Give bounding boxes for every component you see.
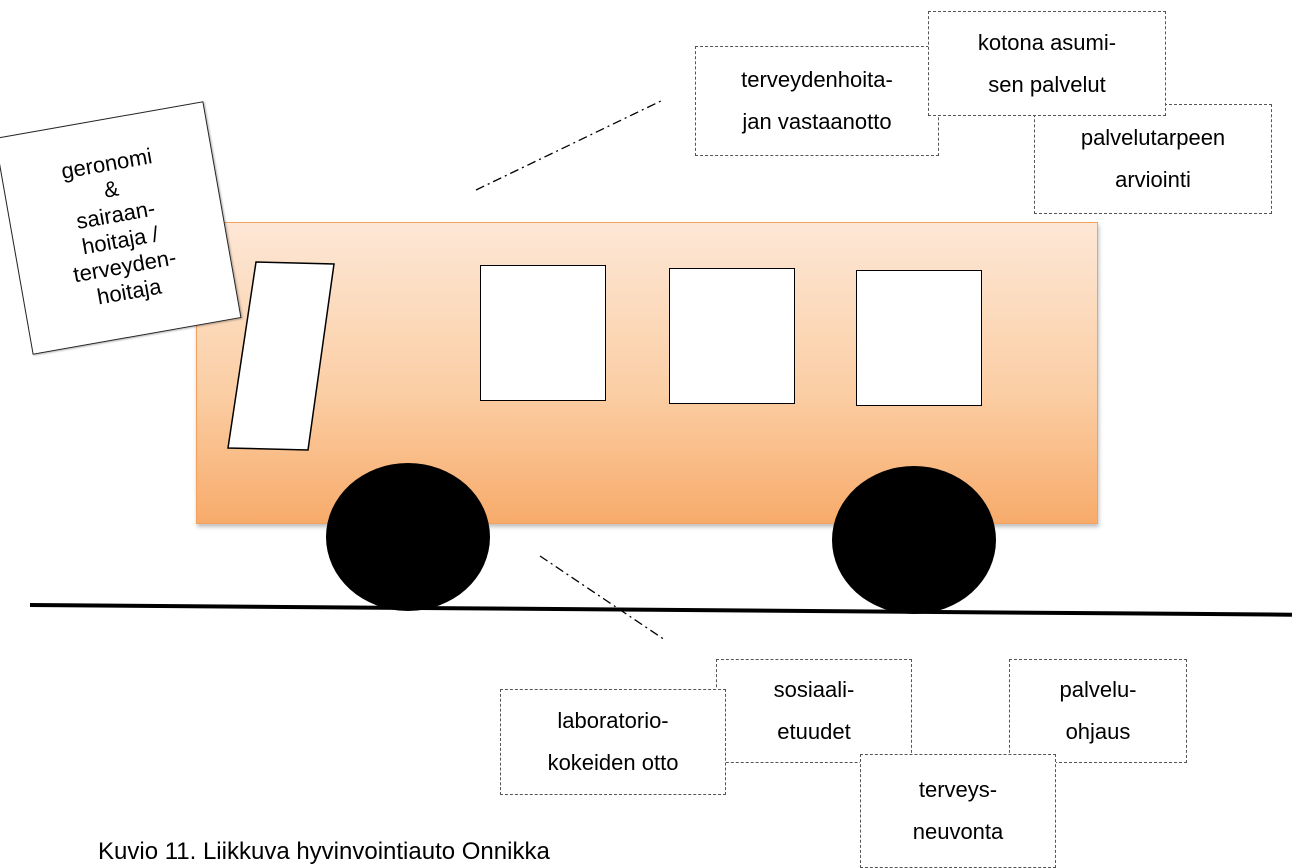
tag-palvelutarpeen-arviointi: palvelutarpeen arviointi [1034,104,1272,214]
top-connector-line [475,99,664,191]
figure-caption: Kuvio 11. Liikkuva hyvinvointiauto Onnik… [98,838,550,865]
tag-laboratoriokokeiden-otto: laboratorio- kokeiden otto [500,689,726,795]
tag-kotona-asumisen-palvelut: kotona asumi- sen palvelut [928,11,1166,116]
bus-window-3 [856,270,982,406]
tag-palveluohjaus: palvelu- ohjaus [1009,659,1187,763]
tag-terveydenhoitajan-vastaanotto: terveydenhoita- jan vastaanotto [695,46,939,156]
staff-note: geronomi & sairaan- hoitaja / terveyden-… [0,101,242,355]
rear-wheel [832,466,996,614]
bus-window-1 [480,265,606,401]
front-wheel [326,463,490,611]
bus-door-window [227,261,335,451]
tag-sosiaalietuudet: sosiaali- etuudet [716,659,912,763]
bottom-connector-line [539,555,666,641]
tag-terveysneuvonta: terveys- neuvonta [860,754,1056,868]
bus-window-2 [669,268,795,404]
